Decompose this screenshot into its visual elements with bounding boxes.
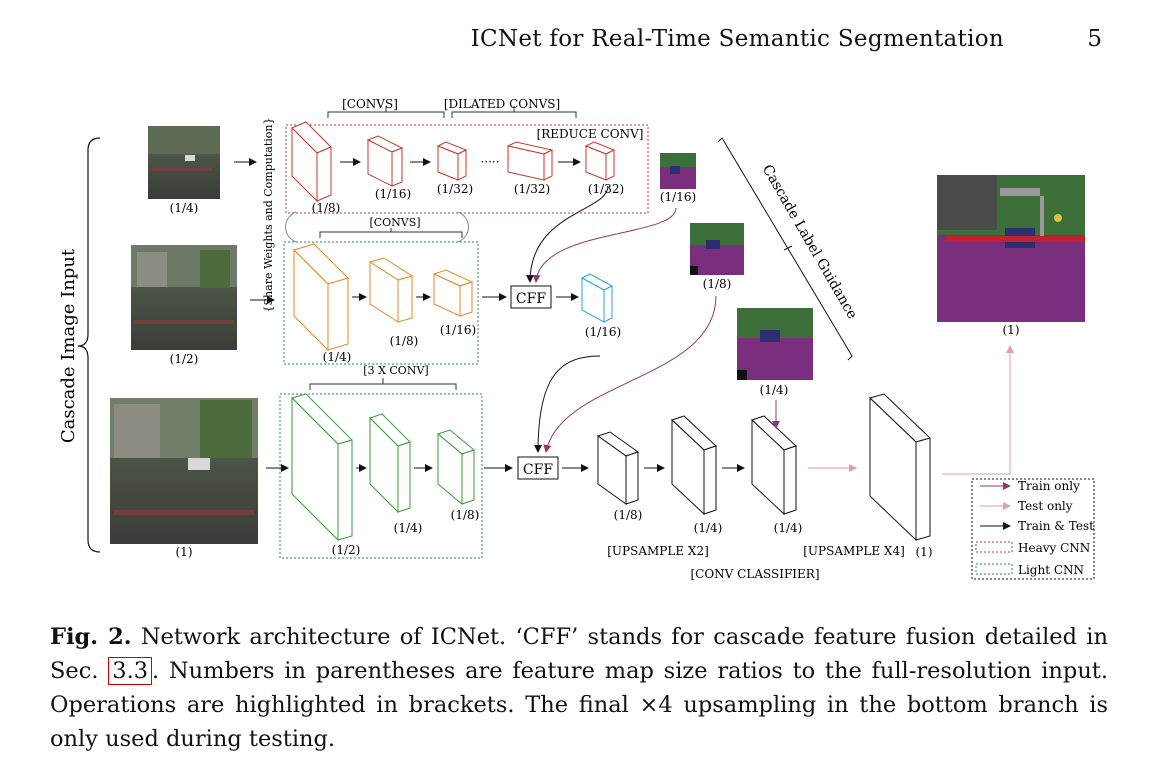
- input-ratio-quarter: (1/4): [170, 201, 199, 215]
- upsample-ratio-1: (1/8): [614, 508, 643, 522]
- light-bot-ratio-3: (1/8): [451, 508, 480, 522]
- upsample-block-3: [751, 415, 797, 516]
- legend-light-cnn: Light CNN: [1018, 563, 1084, 577]
- light-block-mid-1: [293, 243, 349, 352]
- cff-block-top: CFF: [510, 285, 552, 309]
- light-cnn-box-mid: [283, 241, 479, 365]
- label-1-16-arrow: [532, 207, 677, 283]
- page-number: 5: [1087, 26, 1102, 52]
- running-title: ICNet for Real-Time Semantic Segmentatio…: [470, 26, 1004, 52]
- upsample-block-4: [869, 393, 931, 542]
- network-architecture-figure: Cascade Image Input (1/4) (1/2) (1) {Sha…: [58, 97, 1095, 581]
- share-weights-curl-left: [285, 211, 297, 243]
- three-conv-label: [3 X CONV]: [363, 364, 428, 377]
- test-output-arrow: [942, 345, 1014, 475]
- light-bot-ratio-1: (1/2): [332, 543, 361, 557]
- section-reference-link[interactable]: 3.3: [108, 657, 153, 685]
- label-1-8-arrow: [543, 295, 717, 453]
- light-mid-ratio-2: (1/8): [390, 334, 419, 348]
- legend-train-only: Train only: [1018, 479, 1080, 493]
- convs-top-bracket: [327, 106, 445, 118]
- convs-mid-bracket: [319, 228, 463, 238]
- input-image-full: [110, 398, 258, 544]
- heavy-block-2: [366, 135, 404, 187]
- label-map-1-4: [737, 308, 813, 380]
- heavy-cnn-box: [285, 124, 649, 214]
- heavy-ratio-2: (1/16): [375, 187, 411, 201]
- heavy-block-4: [506, 141, 554, 181]
- output-ratio: (1): [1003, 323, 1020, 337]
- label-ratio-1-8: (1/8): [703, 277, 732, 291]
- upsample-ratio-3: (1/4): [774, 521, 803, 535]
- convs-mid-label: [CONVS]: [369, 216, 420, 229]
- page-header: ICNet for Real-Time Semantic Segmentatio…: [0, 24, 1160, 60]
- three-conv-bracket: [309, 378, 457, 390]
- label-ratio-1-16: (1/16): [660, 190, 696, 204]
- legend-test-only: Test only: [1018, 499, 1073, 513]
- light-mid-ratio-3: (1/16): [440, 323, 476, 337]
- cff-output-block-top: [580, 273, 614, 323]
- figure-label: Fig. 2.: [50, 624, 132, 650]
- legend-heavy-cnn: Heavy CNN: [1018, 541, 1090, 555]
- output-segmentation: [937, 175, 1085, 322]
- light-block-bot-1: [291, 393, 353, 542]
- upsample-ratio-4: (1): [916, 545, 933, 559]
- cascade-input-brace: [77, 137, 101, 553]
- caption-text-part2: . Numbers in parentheses are feature map…: [50, 658, 1108, 752]
- light-block-mid-2: [368, 257, 414, 323]
- heavy-ellipsis: ·····: [480, 155, 499, 169]
- figure-caption: Fig. 2. Network architecture of ICNet. ‘…: [50, 620, 1108, 756]
- dilated-convs-bracket: [451, 106, 577, 118]
- cff-out-ratio-top: (1/16): [585, 325, 621, 339]
- light-block-mid-3: [432, 269, 474, 317]
- cascade-label-guidance-bracket: [717, 137, 853, 361]
- caption-text-part1: Network architecture of ICNet. ‘CFF’ sta…: [50, 624, 1108, 684]
- cff-top-to-cff-bottom-arrow: [534, 355, 601, 453]
- cff-label-top: CFF: [516, 291, 546, 307]
- convs-top-label: [CONVS]: [342, 97, 398, 111]
- light-block-bot-3: [436, 429, 476, 506]
- light-block-bot-2: [369, 413, 411, 514]
- label-ratio-1-4: (1/4): [760, 383, 789, 397]
- heavy-ratio-1: (1/8): [312, 201, 341, 215]
- light-cnn-box-bot: [279, 393, 483, 559]
- input-ratio-half: (1/2): [170, 352, 199, 366]
- heavy-to-cff-arrow: [526, 185, 609, 283]
- input-image-half: [131, 245, 237, 350]
- cff-block-bottom: CFF: [517, 456, 559, 480]
- cascade-image-input-label: Cascade Image Input: [58, 248, 79, 443]
- heavy-block-5: [584, 141, 616, 181]
- upsample-block-1: [596, 431, 640, 505]
- legend-train-test: Train & Test: [1018, 519, 1094, 533]
- upsample-block-2: [671, 415, 717, 516]
- dilated-convs-label: [DILATED CONVS]: [444, 97, 560, 111]
- heavy-block-1: [291, 121, 332, 203]
- share-weights-label: {Share Weights and Computation}: [262, 118, 275, 313]
- heavy-ratio-4: (1/32): [514, 182, 550, 196]
- light-bot-ratio-2: (1/4): [394, 521, 423, 535]
- cff-label-bottom: CFF: [523, 462, 553, 478]
- reduce-conv-label: [REDUCE CONV]: [537, 127, 644, 141]
- share-weights-curl-right: [457, 211, 469, 243]
- upsample-x2-label: [UPSAMPLE X2]: [607, 544, 709, 558]
- upsample-ratio-2: (1/4): [694, 521, 723, 535]
- conv-classifier-label: [CONV CLASSIFIER]: [690, 567, 819, 581]
- cascade-label-guidance-label: Cascade Label Guidance: [759, 162, 860, 322]
- legend: Train only Test only Train & Test Heavy …: [971, 478, 1095, 580]
- label-map-1-8: [690, 223, 744, 275]
- light-mid-ratio-1: (1/4): [323, 350, 352, 364]
- input-ratio-full: (1): [176, 545, 193, 559]
- label-map-1-16: [660, 153, 696, 189]
- input-image-quarter: [148, 126, 220, 199]
- heavy-block-3: [436, 141, 468, 181]
- heavy-ratio-3: (1/32): [437, 182, 473, 196]
- heavy-ratio-5: (1/32): [588, 182, 624, 196]
- upsample-x4-label: [UPSAMPLE X4]: [803, 544, 905, 558]
